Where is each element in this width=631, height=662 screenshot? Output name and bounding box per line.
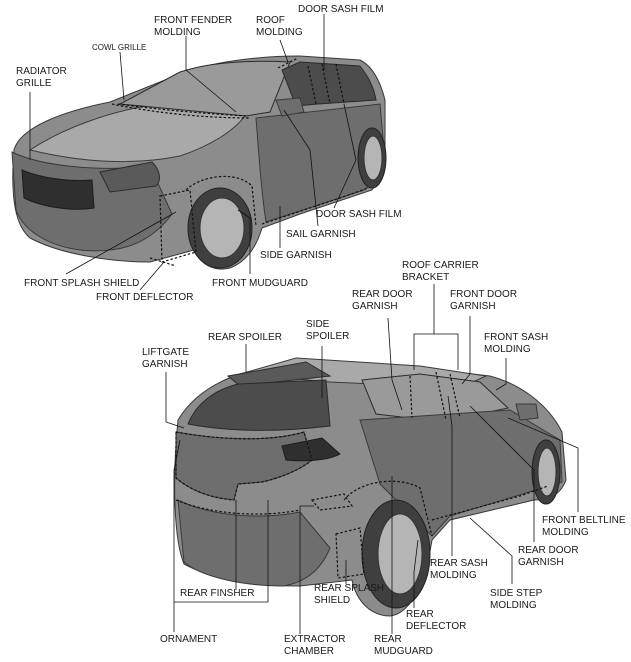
front-fender-molding-outline [117, 103, 249, 117]
leader-ornament [173, 439, 181, 632]
label-liftgate-garnish: LIFTGATE GARNISH [142, 347, 192, 370]
rear-mudguard-outline [343, 480, 433, 537]
label-side-step-molding: SIDE STEP MOLDING [490, 588, 545, 611]
leader-lines [29, 14, 579, 634]
leader-front-door-garnish [461, 316, 471, 385]
front-vehicle-grille [21, 169, 95, 210]
label-rear-door-garnish-top: REAR DOOR GARNISH [352, 289, 415, 312]
rear-vehicle-illustration [174, 357, 567, 617]
rear-sash-molding-outline [409, 371, 461, 421]
leader-rear-door-garnish-bottom [469, 405, 535, 542]
leader-front-beltline-molding [507, 417, 579, 512]
leader-side-step-molding [469, 517, 513, 584]
leader-rear-deflector [413, 539, 419, 608]
front-splash-shield-outline [159, 189, 197, 263]
leader-door-sash-film-bottom [333, 103, 357, 209]
roof-molding-outline [277, 57, 299, 69]
leader-front-deflector [139, 261, 165, 291]
label-front-deflector: FRONT DEFLECTOR [96, 292, 193, 303]
leader-front-splash-shield [65, 211, 177, 275]
leader-rear-door-garnish-top [387, 317, 403, 411]
liftgate-garnish-outline [175, 431, 313, 501]
rear-vehicle-rear-glass [187, 379, 331, 431]
side-garnish-outline [261, 187, 369, 225]
label-front-splash-shield: FRONT SPLASH SHIELD [24, 278, 139, 289]
leader-roof-carrier-bracket [413, 284, 435, 370]
label-rear-finsher: REAR FINSHER [180, 588, 254, 599]
label-front-sash-molding: FRONT SASH MOLDING [484, 332, 551, 355]
label-radiator-grille: RADIATOR GRILLE [16, 66, 70, 89]
label-front-mudguard: FRONT MUDGUARD [212, 278, 308, 289]
leader-front-mudguard [237, 209, 251, 274]
leader-sail-garnish [283, 109, 319, 227]
leader-cowl-grille [119, 51, 125, 101]
leader-roof-carrier-bracket-2 [434, 333, 459, 370]
rear-vehicle-rear-rim [377, 513, 423, 595]
front-vehicle-side-windows [281, 61, 377, 107]
front-vehicle-headlamp [99, 161, 160, 193]
label-rear-door-garnish-bottom: REAR DOOR GARNISH [518, 545, 581, 568]
extractor-chamber-outline [310, 493, 354, 511]
rear-vehicle-bumper [177, 499, 331, 587]
front-vehicle-mirror [275, 97, 305, 117]
rear-vehicle-front-rim [537, 447, 557, 497]
leader-rear-sash-molding [447, 395, 453, 556]
side-step-molding-outline [431, 485, 549, 521]
label-front-fender-molding: FRONT FENDER MOLDING [154, 15, 235, 38]
front-vehicle-rear-rim [363, 135, 383, 181]
front-vehicle-hood [28, 103, 247, 163]
label-side-spoiler: SIDE SPOILER [306, 319, 349, 342]
leader-front-sash-molding [495, 358, 507, 391]
front-deflector-outline [149, 257, 177, 267]
label-front-door-garnish: FRONT DOOR GARNISH [450, 289, 520, 312]
label-cowl-grille: COWL GRILLE [92, 43, 146, 52]
label-sail-garnish: SAIL GARNISH [286, 229, 356, 240]
label-rear-sash-molding: REAR SASH MOLDING [430, 558, 491, 581]
cowl-grille-outline [111, 103, 251, 119]
leader-front-fender-molding [185, 36, 237, 113]
front-vehicle-front-rim [199, 197, 245, 259]
label-door-sash-film-bottom: DOOR SASH FILM [316, 209, 402, 220]
label-ornament: ORNAMENT [160, 634, 217, 645]
rear-vehicle-taillamp [281, 437, 341, 462]
label-rear-deflector: REAR DEFLECTOR [406, 609, 466, 632]
label-roof-carrier-bracket: ROOF CARRIER BRACKET [402, 260, 481, 283]
front-mudguard-outline [185, 175, 257, 227]
label-extractor-chamber: EXTRACTOR CHAMBER [284, 634, 348, 657]
leader-ornament-2 [174, 500, 269, 603]
leader-roof-molding [279, 39, 289, 63]
rear-vehicle-mirror [515, 403, 539, 421]
leader-liftgate-garnish [165, 372, 185, 429]
label-rear-mudguard: REAR MUDGUARD [374, 634, 433, 657]
label-door-sash-film-top: DOOR SASH FILM [298, 4, 384, 15]
label-rear-splash-shield: REAR SPLASH SHIELD [314, 583, 387, 606]
rear-vehicle-spoiler [226, 361, 332, 387]
leader-extractor-chamber [299, 505, 314, 634]
label-front-beltline-molding: FRONT BELTLINE MOLDING [542, 515, 628, 538]
label-rear-spoiler: REAR SPOILER [208, 332, 282, 343]
door-sash-film-outline [307, 63, 345, 105]
label-side-garnish: SIDE GARNISH [260, 250, 332, 261]
label-roof-molding: ROOF MOLDING [256, 15, 303, 38]
callout-labels: FRONT FENDER MOLDING ROOF MOLDING DOOR S… [16, 4, 628, 657]
front-vehicle-illustration [11, 55, 387, 270]
